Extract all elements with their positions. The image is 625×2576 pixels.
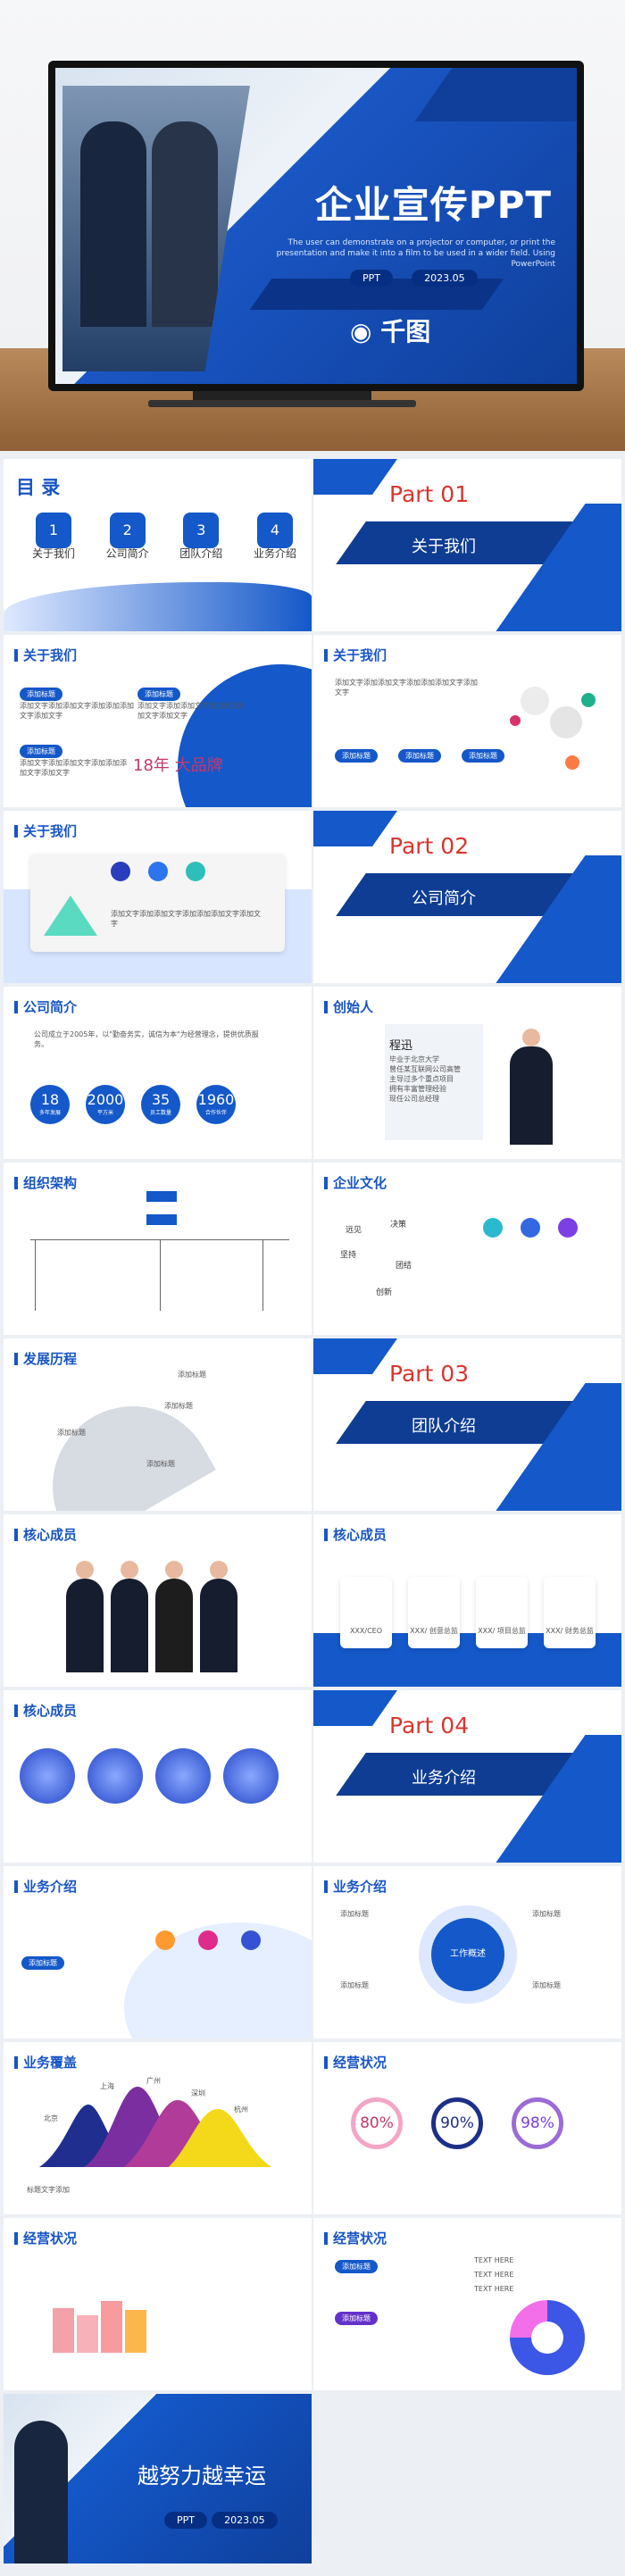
slide-about-2[interactable]: 关于我们 添加文字添加添加文字添加添加添加文字添加文字 添加标题添加标题添加标题 [313,635,621,807]
coverage-chart [39,2087,271,2167]
cover-slide: 企业宣传PPT The user can demonstrate on a pr… [55,68,577,384]
slide-members-1[interactable]: 核心成员 [4,1514,312,1687]
slide-title: 关于我们 [14,646,77,664]
hero-banner: 企业宣传PPT The user can demonstrate on a pr… [0,0,625,451]
toc-label: 公司简介 [105,547,149,560]
slide-company[interactable]: 公司简介 公司成立于2005年，以"勤奋务实，诚信为本"为经营理念，提供优质服务… [4,987,312,1159]
date-pill: 2023.05 [412,270,478,287]
slide-members-2[interactable]: 核心成员 XXX/CEO XXX/ 创意总监 XXX/ 项目总监 XXX/ 财务… [313,1514,621,1687]
slide-members-3[interactable]: 核心成员 [4,1690,312,1863]
logo-text: 千图 [380,317,431,346]
slide-founder[interactable]: 创始人 程迅 毕业于北京大学曾任某互联网公司高管主导过多个重点项目拥有丰富管理经… [313,987,621,1159]
slide-structure[interactable]: 组织架构 [4,1163,312,1335]
brand-slogan: 18年 大品牌 [133,756,223,775]
slide-operation-2[interactable]: 经营状况 [4,2218,312,2390]
slide-part-03[interactable]: Part 03 团队介绍 [313,1338,621,1511]
monitor-base [148,400,416,407]
toc-label: 关于我们 [31,547,75,560]
slide-final[interactable]: 越努力越幸运 PPT 2023.05 [4,2394,312,2563]
slide-part-02[interactable]: Part 02 公司简介 [313,811,621,983]
toc-label: 团队介绍 [179,547,223,560]
slide-operation-3[interactable]: 经营状况 添加标题 添加标题 TEXT HERE TEXT HERE TEXT … [313,2218,621,2390]
slide-about-1[interactable]: 关于我们 添加标题添加文字添加添加文字添加添加添加文字添加文字 添加标题添加文字… [4,635,312,807]
cover-title: 企业宣传PPT [314,183,552,227]
slide-coverage[interactable]: 业务覆盖 北京 上海 广州 深圳 杭州 标题文字添加 [4,2042,312,2214]
slide-about-3[interactable]: 关于我们 添加文字添加添加文字添加添加添加文字添加文字 [4,811,312,983]
slide-operation-1[interactable]: 经营状况 80% 90% 98% [313,2042,621,2214]
cover-pills: PPT 2023.05 [350,268,492,287]
monitor-frame: 企业宣传PPT The user can demonstrate on a pr… [48,61,584,391]
cover-subtitle: The user can demonstrate on a projector … [276,238,555,269]
qiantu-logo: ◉ 千图 [350,317,431,346]
slide-culture[interactable]: 企业文化 远见 决策 坚持 团结 创新 [313,1163,621,1335]
slide-business-2[interactable]: 业务介绍 工作概述 添加标题 添加标题 添加标题 添加标题 [313,1866,621,2038]
business-people-photo [62,86,250,371]
toc-title: 目 录 [16,477,61,498]
slide-part-01[interactable]: Part 01 关于我们 [313,459,621,631]
monitor-stand [193,391,371,400]
slide-history[interactable]: 发展历程 添加标题 添加标题 添加标题 添加标题 [4,1338,312,1511]
part-name: 关于我们 [412,538,476,556]
part-label: Part 01 [389,481,470,507]
slide-part-04[interactable]: Part 04 业务介绍 [313,1690,621,1863]
ppt-pill: PPT [350,270,393,287]
toc-label: 业务介绍 [253,547,296,560]
slide-business-1[interactable]: 业务介绍 添加标题 [4,1866,312,2038]
